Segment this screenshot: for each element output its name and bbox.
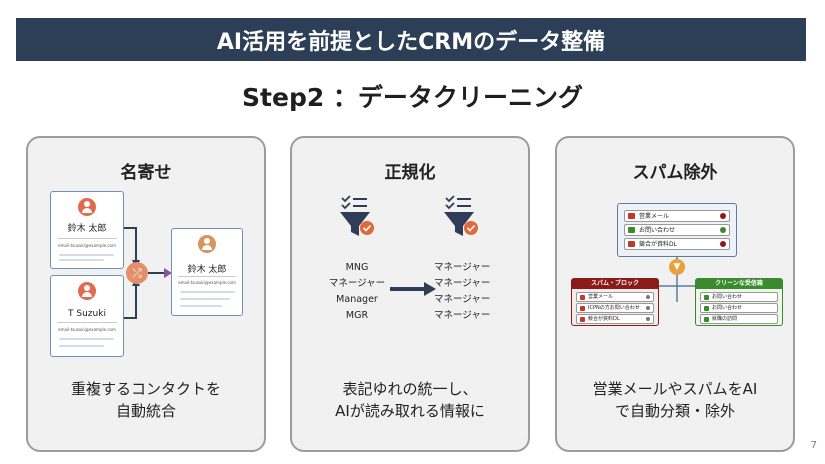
panel-spam: スパム除外 営業メール お問い合わせ 競合が資料DL ▼ スパム・ブロック 営業…: [555, 136, 795, 452]
before-item: Manager: [336, 294, 378, 305]
avatar-icon: [78, 282, 96, 300]
spam-box: スパム・ブロック 営業メール ICPNの方お問い合わせ 競合が資料DL: [571, 278, 659, 326]
divider: [57, 238, 117, 239]
mail-icon: [628, 241, 635, 247]
inbox-item: 競合が資料DL: [624, 238, 730, 250]
divider: [57, 322, 117, 323]
spam-box-header: スパム・ブロック: [572, 279, 658, 289]
clean-item-label: お問い合わせ: [712, 294, 743, 300]
mail-icon: [580, 306, 585, 311]
contact-name: 鈴木 太郎: [67, 224, 107, 234]
spam-item: ICPNの方お問い合わせ: [576, 303, 654, 313]
clean-item: お問い合わせ: [700, 292, 778, 302]
inbox-item-label: お問い合わせ: [639, 227, 676, 234]
filter-funnel-icon: [444, 195, 478, 236]
placeholder-line: [180, 298, 230, 300]
panel-title: 正規化: [384, 163, 436, 183]
merged-contact-card: 鈴木 太郎 email-tsuzuki@example.com: [171, 228, 243, 316]
placeholder-line: [59, 338, 114, 340]
desc-line-2: で自動分類・除外: [614, 402, 735, 420]
mail-icon: [704, 317, 709, 322]
slide-subtitle: Step2 ：データクリーニング: [242, 83, 583, 112]
panel-description: 営業メールやスパムをAI で自動分類・除外: [557, 378, 793, 422]
panel-dedupe: 名寄せ 鈴木 太郎 email-tsuzuki@example.com T Su…: [26, 136, 266, 452]
desc-line-2: AIが読み取れる情報に: [335, 402, 485, 420]
clean-item-label: 就職の訪問: [712, 316, 738, 322]
inbox-box: 営業メール お問い合わせ 競合が資料DL: [617, 203, 737, 257]
filter-icon: ▼: [669, 259, 685, 275]
filter-funnel-icon: [340, 195, 374, 236]
mail-icon: [628, 213, 635, 219]
before-list: MNG マネージャー Manager MGR: [292, 260, 422, 324]
panel-normalize: 正規化 MNG マネージャー Manager MGR マネージャー マネージャー…: [290, 136, 530, 452]
inbox-item-label: 競合が資料DL: [639, 241, 677, 248]
desc-line-1: 表記ゆれの統一し、: [342, 380, 478, 398]
contact-email: email-tsuzuki@example.com: [58, 327, 116, 332]
clean-box-header: クリーンな受信箱: [696, 279, 782, 289]
slide-banner: AI活用を前提としたCRMのデータ整備: [16, 18, 806, 61]
panel-title: スパム除外: [632, 163, 718, 183]
before-item: MGR: [345, 310, 369, 321]
desc-line-1: 重複するコンタクトを: [70, 380, 221, 398]
spam-item-label: ICPNの方お問い合わせ: [588, 305, 640, 311]
clean-item-label: お問い合わせ: [712, 305, 743, 311]
mail-icon: [580, 317, 585, 322]
placeholder-line: [180, 291, 235, 293]
contact-email: email-tsuzuki@example.com: [58, 243, 116, 248]
contact-card-1: 鈴木 太郎 email-tsuzuki@example.com: [50, 191, 124, 269]
inbox-item: お問い合わせ: [624, 224, 730, 236]
inbox-item: 営業メール: [624, 210, 730, 222]
spam-item-label: 競合が資料DL: [588, 316, 620, 322]
spam-item: 競合が資料DL: [576, 314, 654, 324]
after-item: マネージャー: [434, 278, 491, 289]
after-item: マネージャー: [434, 310, 491, 321]
before-item: マネージャー: [328, 278, 386, 289]
spam-item: 営業メール: [576, 292, 654, 302]
placeholder-line: [59, 254, 114, 256]
trash-icon: [646, 306, 650, 310]
desc-line-1: 営業メールやスパムをAI: [592, 380, 758, 398]
inbox-item-label: 営業メール: [639, 213, 670, 220]
mail-icon: [704, 306, 709, 311]
desc-line-2: 自動統合: [115, 402, 176, 420]
trash-icon: [646, 317, 650, 321]
clean-inbox-box: クリーンな受信箱 お問い合わせ お問い合わせ 就職の訪問: [695, 278, 783, 326]
panel-title: 名寄せ: [120, 163, 172, 183]
check-icon: [720, 227, 726, 233]
panel-description: 重複するコンタクトを 自動統合: [28, 378, 264, 422]
placeholder-line: [59, 259, 104, 261]
avatar-icon: [78, 198, 96, 216]
clean-item: 就職の訪問: [700, 314, 778, 324]
panel-description: 表記ゆれの統一し、 AIが読み取れる情報に: [292, 378, 528, 422]
divider: [178, 276, 236, 277]
mail-icon: [704, 295, 709, 300]
mail-icon: [628, 227, 635, 233]
mail-icon: [580, 295, 585, 300]
trash-icon: [646, 295, 650, 299]
contact-email: email-tsuzuki@example.com: [178, 280, 236, 285]
before-item: MNG: [345, 262, 369, 273]
after-list: マネージャー マネージャー マネージャー マネージャー: [434, 260, 514, 324]
contact-card-2: T Suzuki email-tsuzuki@example.com: [50, 275, 124, 357]
avatar-icon: [198, 235, 216, 253]
placeholder-line: [180, 305, 222, 307]
contact-name: 鈴木 太郎: [187, 265, 227, 275]
contact-name: T Suzuki: [68, 309, 106, 319]
after-item: マネージャー: [434, 294, 491, 305]
clean-item: お問い合わせ: [700, 303, 778, 313]
arrow-right-icon: [390, 282, 436, 296]
trash-icon: [720, 241, 726, 247]
shuffle-icon: ⤮: [126, 262, 148, 284]
spam-item-label: 営業メール: [588, 294, 614, 300]
after-item: マネージャー: [434, 262, 491, 273]
placeholder-line: [59, 345, 104, 347]
page-number: 7: [810, 440, 817, 451]
trash-icon: [720, 213, 726, 219]
